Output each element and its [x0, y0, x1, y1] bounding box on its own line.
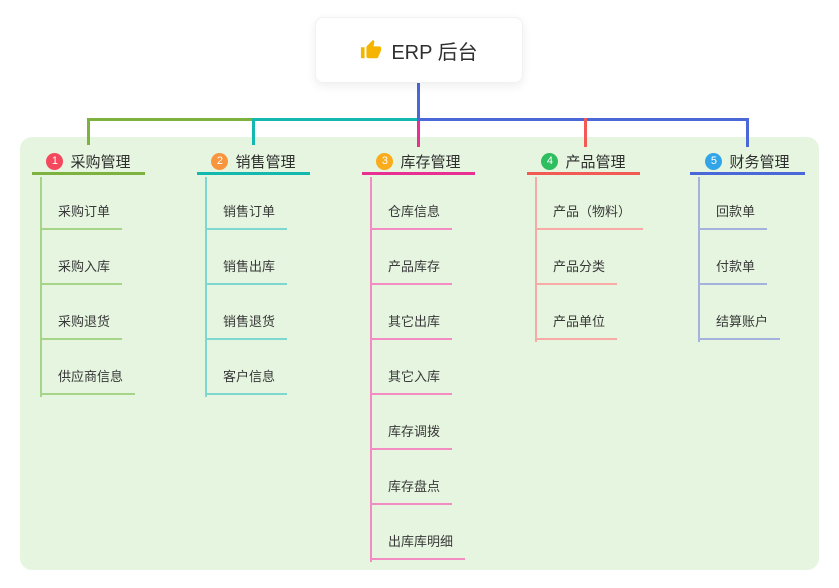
- child-node-label: 结算账户: [716, 314, 769, 329]
- child-node[interactable]: 库存盘点: [370, 478, 453, 505]
- child-node[interactable]: 仓库信息: [370, 203, 453, 230]
- thumbs-up-icon: [360, 39, 382, 61]
- child-node[interactable]: 产品单位: [535, 313, 618, 340]
- child-node-label: 付款单: [716, 259, 756, 274]
- branch-node-purchase[interactable]: 1 采购管理: [32, 150, 145, 175]
- child-node-label: 销售出库: [223, 259, 276, 274]
- root-node[interactable]: ERP 后台: [315, 17, 523, 83]
- child-node[interactable]: 结算账户: [698, 313, 781, 340]
- branch-children-line: [205, 177, 207, 397]
- child-node-label: 出库库明细: [388, 534, 454, 549]
- child-node[interactable]: 采购入库: [40, 258, 123, 285]
- child-node-label: 其它出库: [388, 314, 441, 329]
- branch-children-line: [535, 177, 537, 342]
- child-node[interactable]: 产品库存: [370, 258, 453, 285]
- child-node-label: 客户信息: [223, 369, 276, 384]
- child-node[interactable]: 产品（物料）: [535, 203, 644, 230]
- child-node-label: 产品分类: [553, 259, 606, 274]
- branch-children-line: [698, 177, 700, 342]
- child-node[interactable]: 其它出库: [370, 313, 453, 340]
- child-node[interactable]: 销售退货: [205, 313, 288, 340]
- child-node-label: 采购订单: [58, 204, 111, 219]
- child-node-label: 库存调拨: [388, 424, 441, 439]
- child-node-label: 库存盘点: [388, 479, 441, 494]
- child-node[interactable]: 回款单: [698, 203, 768, 230]
- child-node[interactable]: 产品分类: [535, 258, 618, 285]
- connector-trunk-mid: [253, 118, 419, 121]
- connector-trunk-left: [88, 118, 254, 121]
- child-node[interactable]: 出库库明细: [370, 533, 466, 560]
- child-node[interactable]: 供应商信息: [40, 368, 136, 395]
- child-node[interactable]: 采购退货: [40, 313, 123, 340]
- child-node-label: 其它入库: [388, 369, 441, 384]
- branch-children-line: [40, 177, 42, 397]
- connector-drop-5: [746, 118, 749, 147]
- child-node-label: 采购入库: [58, 259, 111, 274]
- child-node[interactable]: 销售订单: [205, 203, 288, 230]
- branch-number-badge: 4: [541, 152, 559, 170]
- connector-root-stem: [417, 83, 420, 121]
- branch-node-inventory[interactable]: 3 库存管理: [362, 150, 475, 175]
- branch-label: 财务管理: [729, 153, 790, 171]
- child-node[interactable]: 库存调拨: [370, 423, 453, 450]
- branch-number-badge: 5: [705, 152, 723, 170]
- connector-drop-3: [417, 118, 420, 147]
- child-node[interactable]: 销售出库: [205, 258, 288, 285]
- root-node-label: ERP 后台: [391, 41, 478, 64]
- child-node[interactable]: 采购订单: [40, 203, 123, 230]
- branch-number-badge: 2: [211, 152, 229, 170]
- child-node-label: 销售退货: [223, 314, 276, 329]
- child-node[interactable]: 其它入库: [370, 368, 453, 395]
- branch-label: 产品管理: [565, 153, 626, 171]
- child-node[interactable]: 付款单: [698, 258, 768, 285]
- branch-label: 库存管理: [400, 153, 461, 171]
- child-node-label: 产品单位: [553, 314, 606, 329]
- connector-drop-1: [87, 118, 90, 145]
- child-node-label: 采购退货: [58, 314, 111, 329]
- child-node-label: 供应商信息: [58, 369, 124, 384]
- connector-trunk-right: [418, 118, 749, 121]
- branch-children-line: [370, 177, 372, 562]
- child-node-label: 产品（物料）: [553, 204, 632, 219]
- child-node-label: 回款单: [716, 204, 756, 219]
- branches-panel: [20, 137, 819, 570]
- branch-number-badge: 3: [376, 152, 394, 170]
- branch-number-badge: 1: [46, 152, 64, 170]
- child-node-label: 产品库存: [388, 259, 441, 274]
- branch-node-finance[interactable]: 5 财务管理: [690, 150, 805, 175]
- child-node[interactable]: 客户信息: [205, 368, 288, 395]
- branch-node-sales[interactable]: 2 销售管理: [197, 150, 310, 175]
- connector-drop-2: [252, 118, 255, 145]
- child-node-label: 仓库信息: [388, 204, 441, 219]
- child-node-label: 销售订单: [223, 204, 276, 219]
- branch-node-product[interactable]: 4 产品管理: [527, 150, 640, 175]
- branch-label: 采购管理: [70, 153, 131, 171]
- branch-label: 销售管理: [235, 153, 296, 171]
- connector-drop-4: [584, 118, 587, 147]
